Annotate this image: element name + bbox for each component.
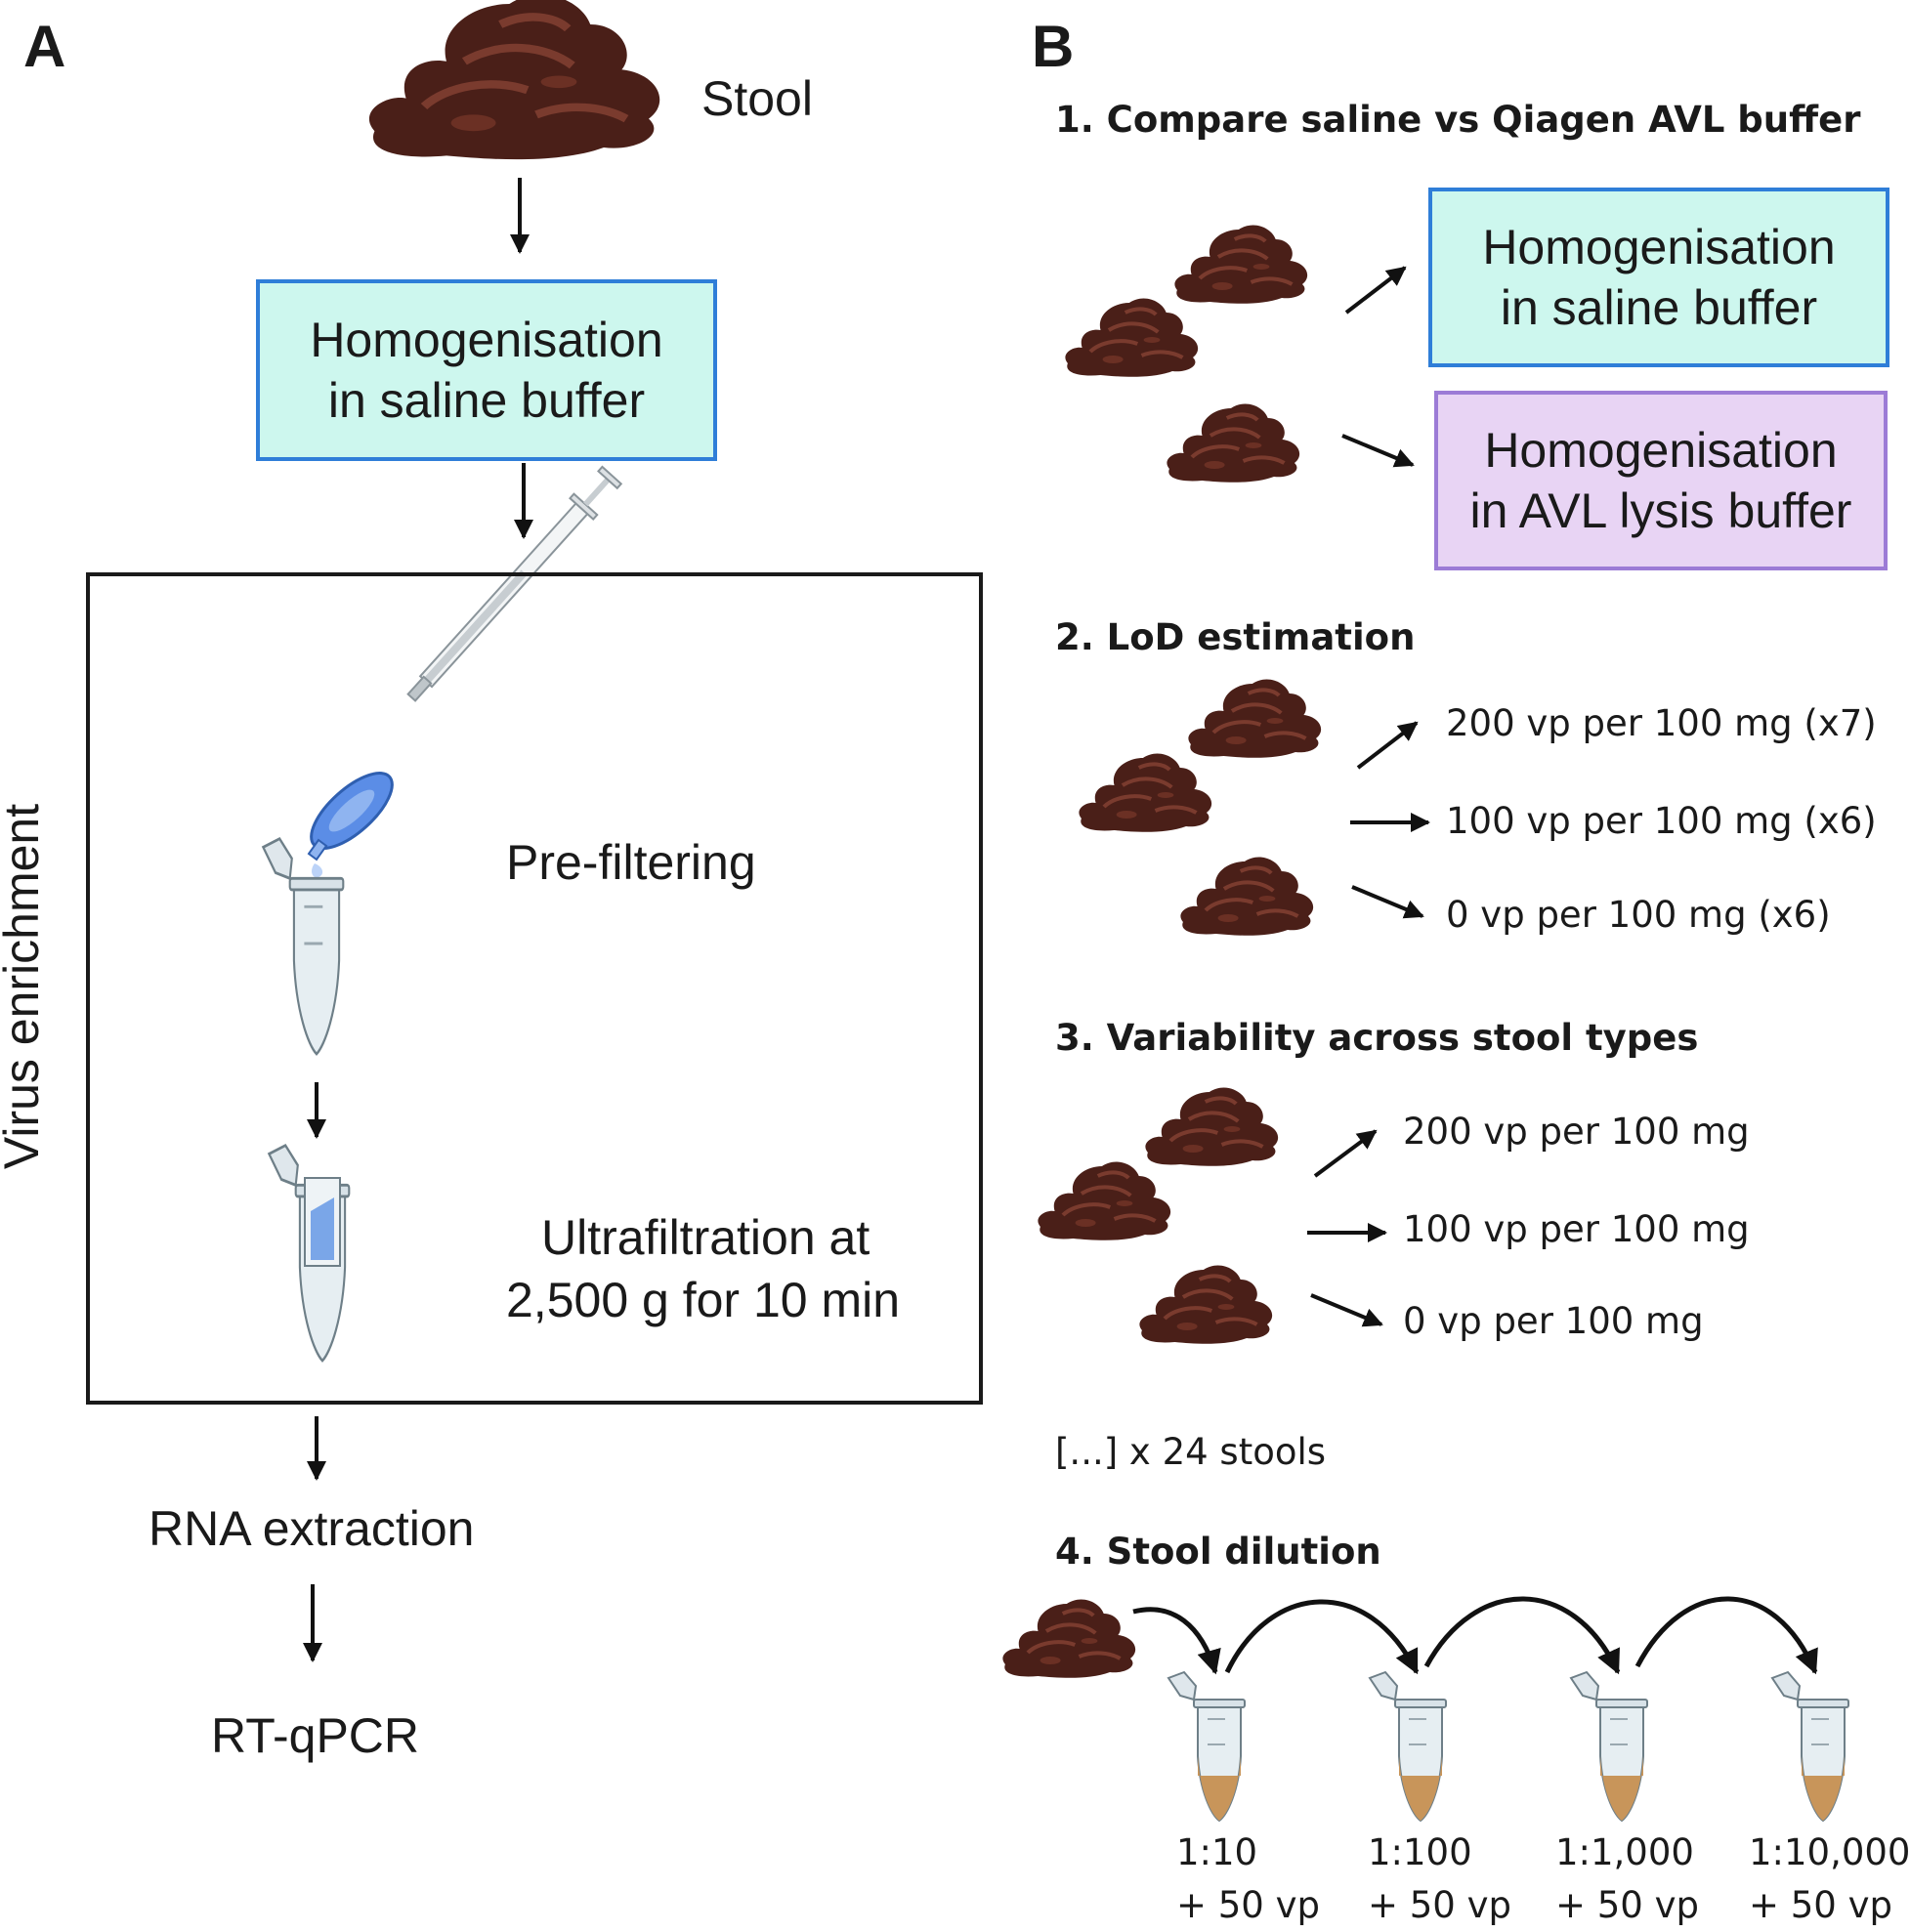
arrow-to-avl — [1341, 434, 1415, 468]
variability-item-0: 0 vp per 100 mg — [1403, 1300, 1704, 1342]
homogenisation-line2: in saline buffer — [327, 373, 646, 428]
section2-heading: 2. LoD estimation — [1055, 616, 1416, 658]
stool-pile-large-icon — [369, 0, 659, 159]
tube3-ratio: 1:1,000 — [1555, 1831, 1694, 1873]
stool-pile-dilution-icon — [1002, 1599, 1135, 1677]
rna-extraction-label: RNA extraction — [149, 1501, 475, 1556]
saline-box-line1: Homogenisation — [1482, 219, 1836, 274]
tube1-ratio: 1:10 — [1176, 1831, 1258, 1873]
rt-qpcr-label: RT-qPCR — [211, 1708, 420, 1763]
panel-a-label: A — [23, 14, 66, 79]
lod-item-100: 100 vp per 100 mg (x6) — [1446, 800, 1877, 842]
arrow-stool-to-tube1 — [1132, 1607, 1221, 1675]
arrow-var-0 — [1310, 1293, 1383, 1327]
stool-piles-section1-icon — [1065, 225, 1307, 482]
arrow-lod-0 — [1351, 885, 1424, 919]
homogenisation-saline-box: Homogenisation in saline buffer — [256, 279, 717, 461]
virus-enrichment-label: Virus enrichment — [0, 803, 49, 1170]
arrow-tube1-to-tube2 — [1224, 1599, 1420, 1675]
homogenisation-line1: Homogenisation — [310, 312, 663, 367]
arrow-tube2-to-tube3 — [1423, 1596, 1621, 1675]
tube4-ratio: 1:10,000 — [1749, 1831, 1910, 1873]
tube1-spike: + 50 vp — [1176, 1884, 1320, 1926]
saline-box-line2: in saline buffer — [1500, 280, 1818, 335]
arrow-lod-200 — [1356, 721, 1419, 770]
arrow-tube3-to-tube4 — [1634, 1596, 1818, 1675]
lod-item-0: 0 vp per 100 mg (x6) — [1446, 894, 1831, 936]
syringe-filter-icon — [307, 465, 623, 878]
tube2-ratio: 1:100 — [1368, 1831, 1472, 1873]
virus-enrichment-frame — [86, 572, 983, 1405]
panel-b-label: B — [1032, 14, 1075, 79]
tube4-spike: + 50 vp — [1749, 1884, 1892, 1926]
variability-item-200: 200 vp per 100 mg — [1403, 1111, 1750, 1153]
dilution-tube-1-icon — [1167, 1671, 1246, 1822]
section4-heading: 4. Stool dilution — [1055, 1531, 1381, 1573]
stool-piles-section2-icon — [1079, 679, 1321, 935]
stools-count-note: [...] x 24 stools — [1055, 1431, 1327, 1473]
saline-buffer-box: Homogenisation in saline buffer — [1428, 188, 1889, 367]
avl-buffer-box: Homogenisation in AVL lysis buffer — [1434, 391, 1888, 570]
avl-box-line1: Homogenisation — [1484, 422, 1838, 478]
section3-heading: 3. Variability across stool types — [1055, 1017, 1699, 1059]
dilution-tube-3-icon — [1570, 1671, 1648, 1822]
dilution-tube-2-icon — [1369, 1671, 1447, 1822]
stool-piles-section3-icon — [1038, 1087, 1278, 1343]
arrow-var-200 — [1313, 1129, 1378, 1178]
tube3-spike: + 50 vp — [1555, 1884, 1699, 1926]
section1-heading: 1. Compare saline vs Qiagen AVL buffer — [1055, 99, 1861, 141]
arrow-to-saline — [1344, 266, 1407, 315]
avl-box-line2: in AVL lysis buffer — [1469, 483, 1852, 538]
ultrafiltration-line2: 2,500 g for 10 min — [506, 1273, 901, 1327]
stool-label: Stool — [701, 71, 813, 126]
dilution-tube-4-icon — [1771, 1671, 1849, 1822]
lod-item-200: 200 vp per 100 mg (x7) — [1446, 702, 1877, 744]
variability-item-100: 100 vp per 100 mg — [1403, 1208, 1750, 1250]
ultrafiltration-line1: Ultrafiltration at — [541, 1210, 870, 1265]
ultrafilter-tube-icon — [267, 1144, 351, 1363]
tube2-spike: + 50 vp — [1368, 1884, 1511, 1926]
prefiltering-label: Pre-filtering — [506, 835, 756, 890]
